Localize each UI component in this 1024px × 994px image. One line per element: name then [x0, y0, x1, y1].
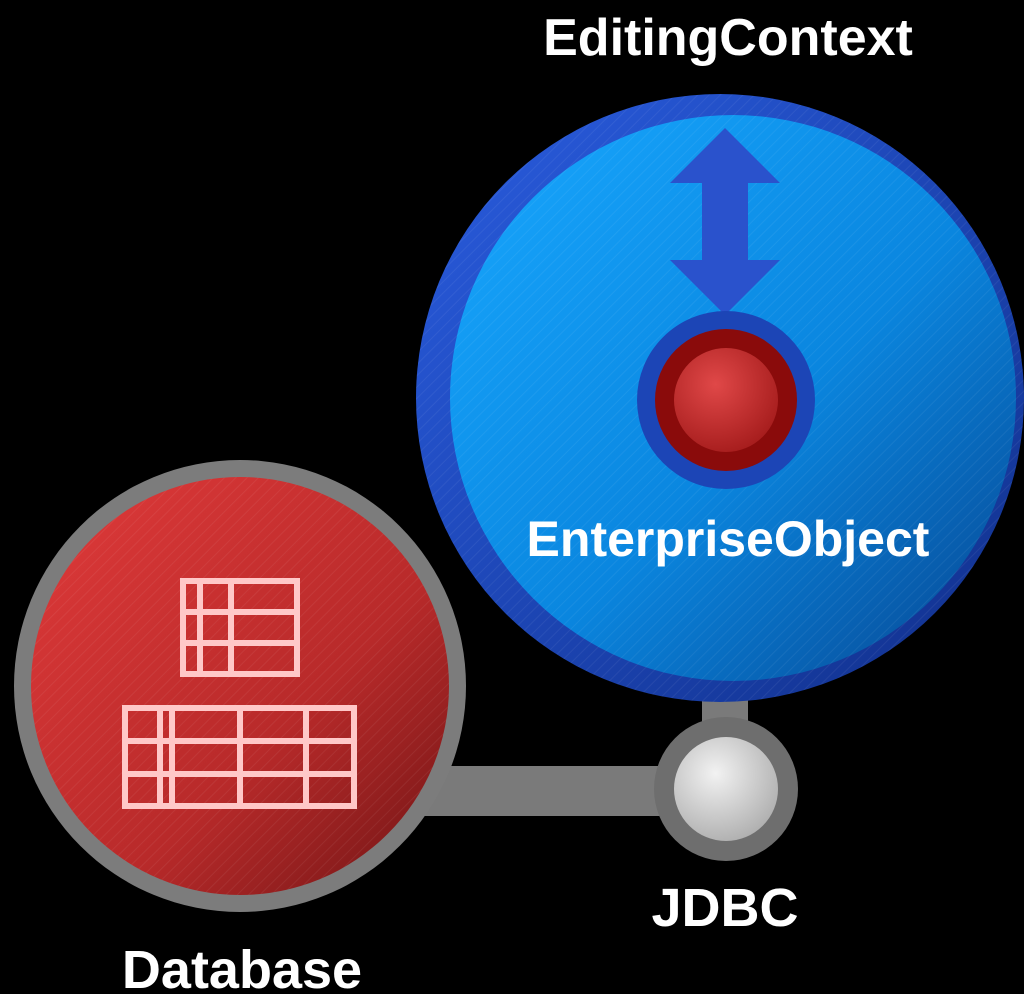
editing-context-label: EditingContext: [543, 9, 913, 67]
table-grid-icon: [122, 578, 357, 809]
enterprise-object-label: EnterpriseObject: [527, 511, 930, 567]
jdbc-connector-icon: [654, 717, 798, 861]
double-arrow-icon: [670, 128, 780, 315]
jdbc-label: JDBC: [651, 878, 798, 938]
enterprise-object-icon: [637, 311, 815, 489]
database-label: Database: [122, 940, 362, 994]
database-jdbc-connector: [420, 766, 670, 816]
database-node: [14, 460, 466, 912]
